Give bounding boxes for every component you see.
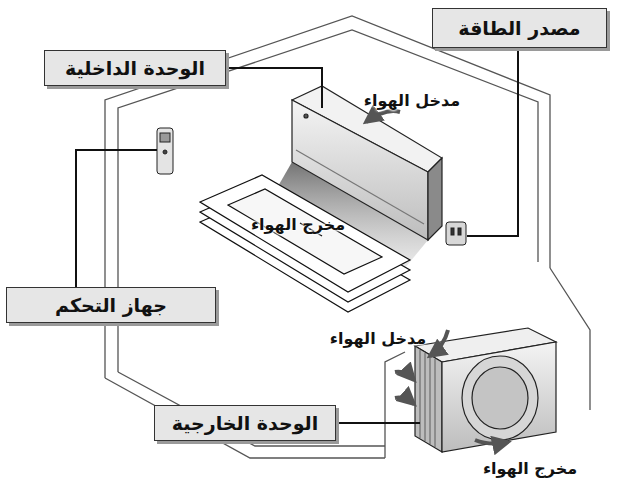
label-box: الوحدة الخارجية bbox=[154, 405, 336, 441]
leader-line bbox=[336, 422, 420, 424]
grill-line bbox=[425, 353, 426, 441]
leader-line bbox=[467, 48, 518, 236]
sofa-seat bbox=[228, 189, 382, 274]
air-in-arrow bbox=[366, 111, 400, 122]
label-box: مصدر الطاقة bbox=[432, 8, 607, 48]
unit-led bbox=[304, 114, 308, 118]
remote-button bbox=[163, 150, 167, 154]
outlet-slot bbox=[458, 228, 461, 235]
air-label: مدخل الهواء bbox=[364, 91, 460, 110]
unit-vent bbox=[296, 150, 424, 224]
remote-screen bbox=[160, 133, 170, 142]
part-name: جهاز التحكم bbox=[55, 294, 167, 316]
air-arrows bbox=[366, 111, 508, 443]
air-out-arrow bbox=[475, 440, 508, 444]
fan-grill bbox=[462, 356, 538, 440]
part-name: مصدر الطاقة bbox=[458, 17, 580, 39]
remote-control bbox=[157, 128, 173, 174]
air-label: مدخل الهواء bbox=[330, 329, 426, 348]
grill-line bbox=[420, 350, 421, 438]
fan-ring bbox=[472, 367, 528, 429]
grill-line bbox=[430, 356, 431, 444]
air-label: مخرج الهواء bbox=[483, 459, 577, 478]
label-box: الوحدة الداخلية bbox=[44, 50, 226, 86]
grill-line bbox=[435, 359, 436, 447]
air-in-arrow bbox=[395, 372, 414, 380]
air-in-arrow bbox=[395, 398, 414, 404]
floor-inner bbox=[118, 372, 385, 446]
unit-end bbox=[428, 158, 442, 240]
outlet-slot bbox=[451, 228, 454, 235]
outdoor-side bbox=[415, 346, 442, 452]
label-box: جهاز التحكم bbox=[6, 287, 216, 323]
outdoor-front bbox=[442, 342, 556, 452]
wall-corner bbox=[385, 352, 405, 458]
remote-body bbox=[157, 128, 173, 174]
part-name: الوحدة الداخلية bbox=[65, 57, 205, 79]
leader-line bbox=[76, 150, 157, 287]
power-outlet bbox=[446, 222, 466, 245]
air-label: مخرج الهواء bbox=[251, 215, 345, 234]
air-in-arrow bbox=[430, 330, 448, 356]
outdoor-unit bbox=[415, 328, 556, 452]
leader-lines bbox=[76, 48, 518, 423]
outdoor-grill bbox=[420, 350, 435, 447]
outlet-body bbox=[446, 222, 466, 245]
part-name: الوحدة الخارجية bbox=[172, 412, 318, 434]
leader-line bbox=[226, 68, 322, 108]
